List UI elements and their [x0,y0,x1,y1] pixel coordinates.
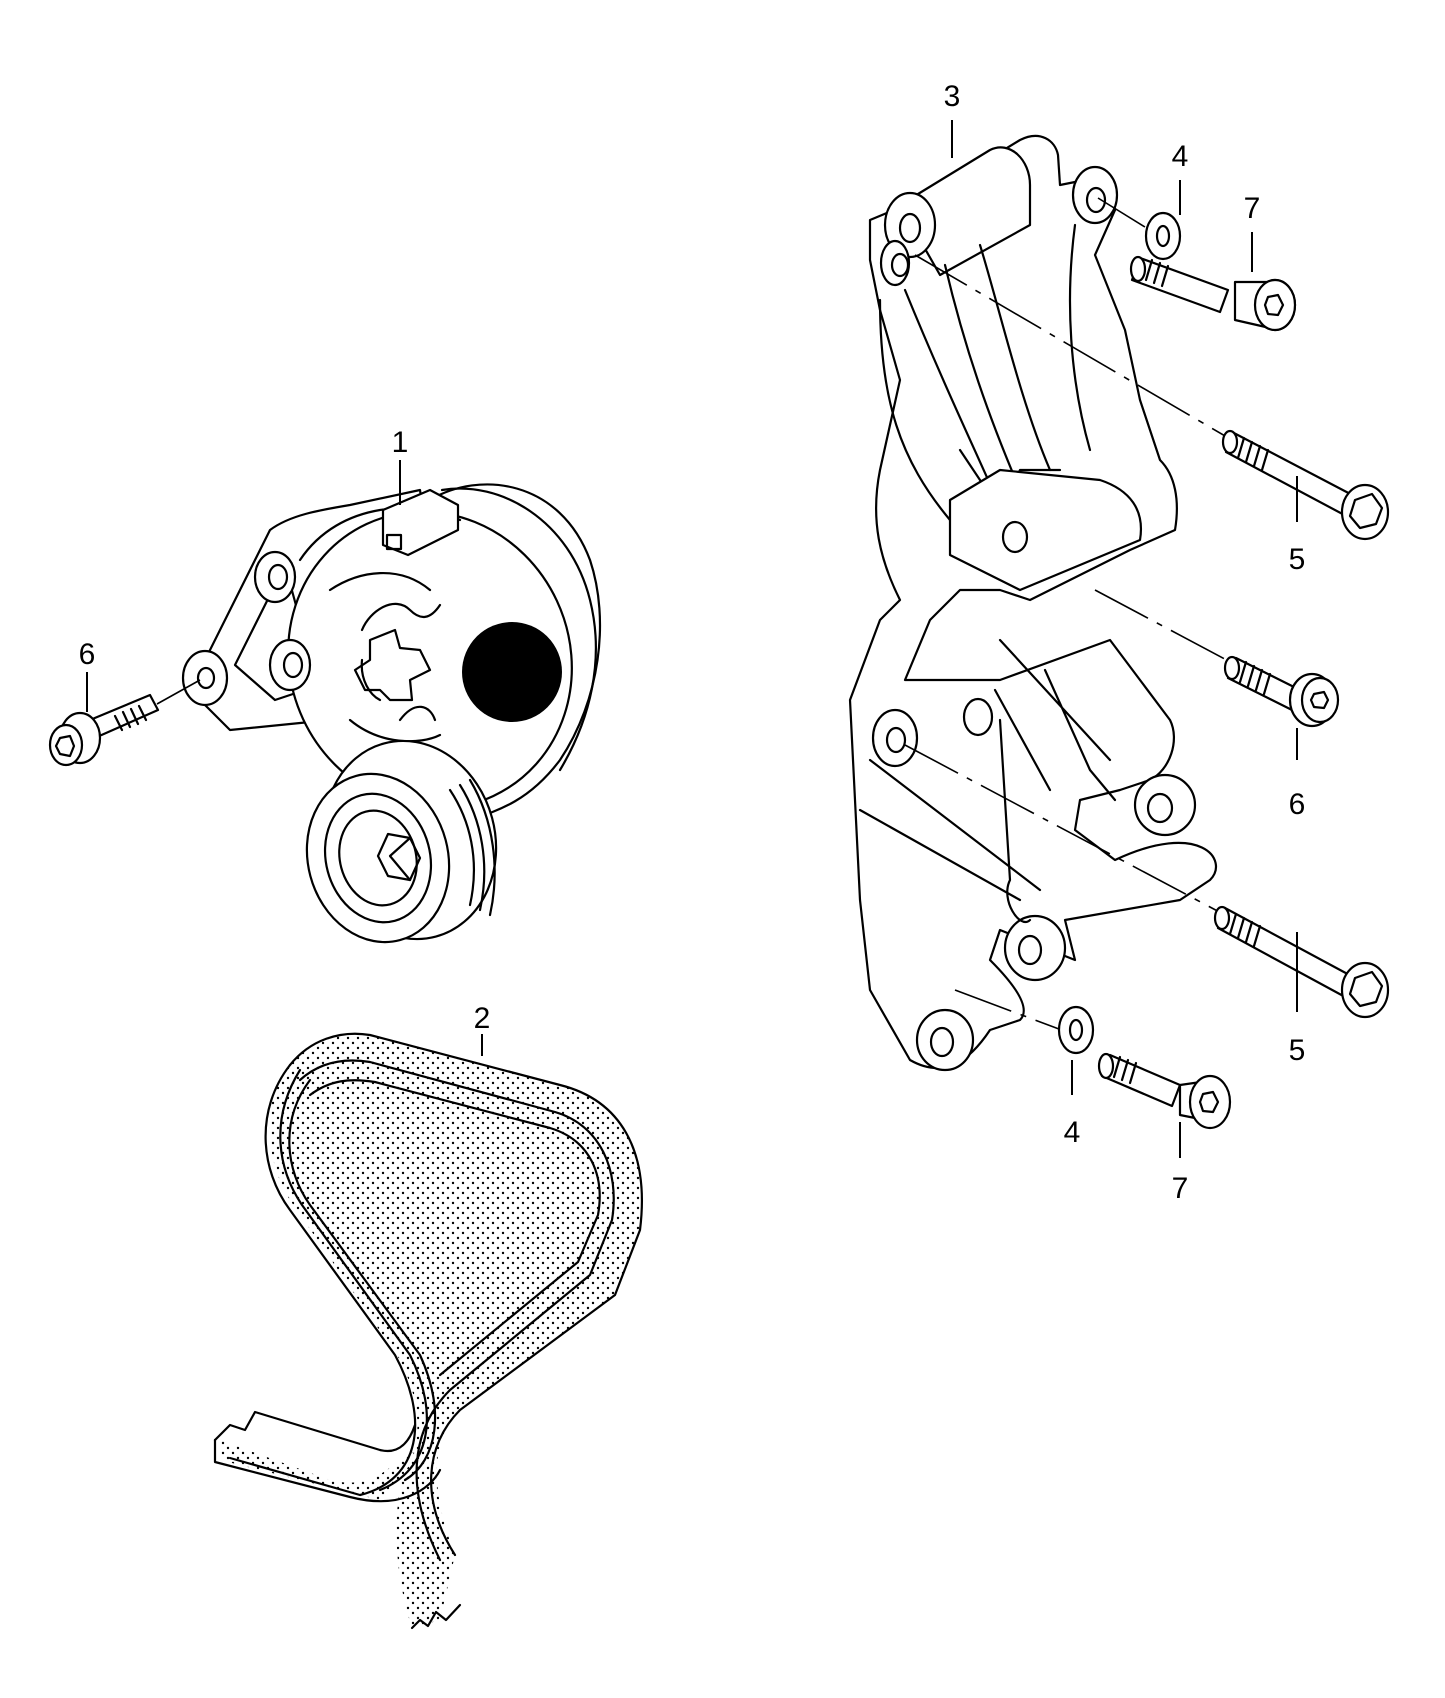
callout-2: 2 [473,1002,491,1035]
bolt-7-upper [1129,255,1297,332]
highlight-marker [462,622,562,722]
bolt-6-right [1223,655,1340,760]
washer-4-lower [1057,1005,1095,1055]
callout-3: 3 [943,80,961,113]
callout-6-left: 6 [78,638,96,671]
bolt-5-upper [1221,429,1390,541]
ribbed-belt [213,1032,643,1630]
callout-7-upper: 7 [1243,192,1261,225]
bolt-7-lower [1097,1052,1232,1130]
washer-4-upper [1144,211,1182,261]
bolt-5-lower [1213,905,1390,1019]
bolt-6-left [48,679,201,767]
bracket-assembly [848,134,1237,1072]
callout-5-lower: 5 [1288,1034,1306,1067]
callout-6-right: 6 [1288,788,1306,821]
callout-5-upper: 5 [1288,543,1306,576]
callout-1: 1 [391,426,409,459]
callout-4-upper: 4 [1171,140,1189,173]
callout-7-lower: 7 [1171,1172,1189,1205]
callout-4-lower: 4 [1063,1116,1081,1149]
tensioner-assembly [181,483,602,944]
